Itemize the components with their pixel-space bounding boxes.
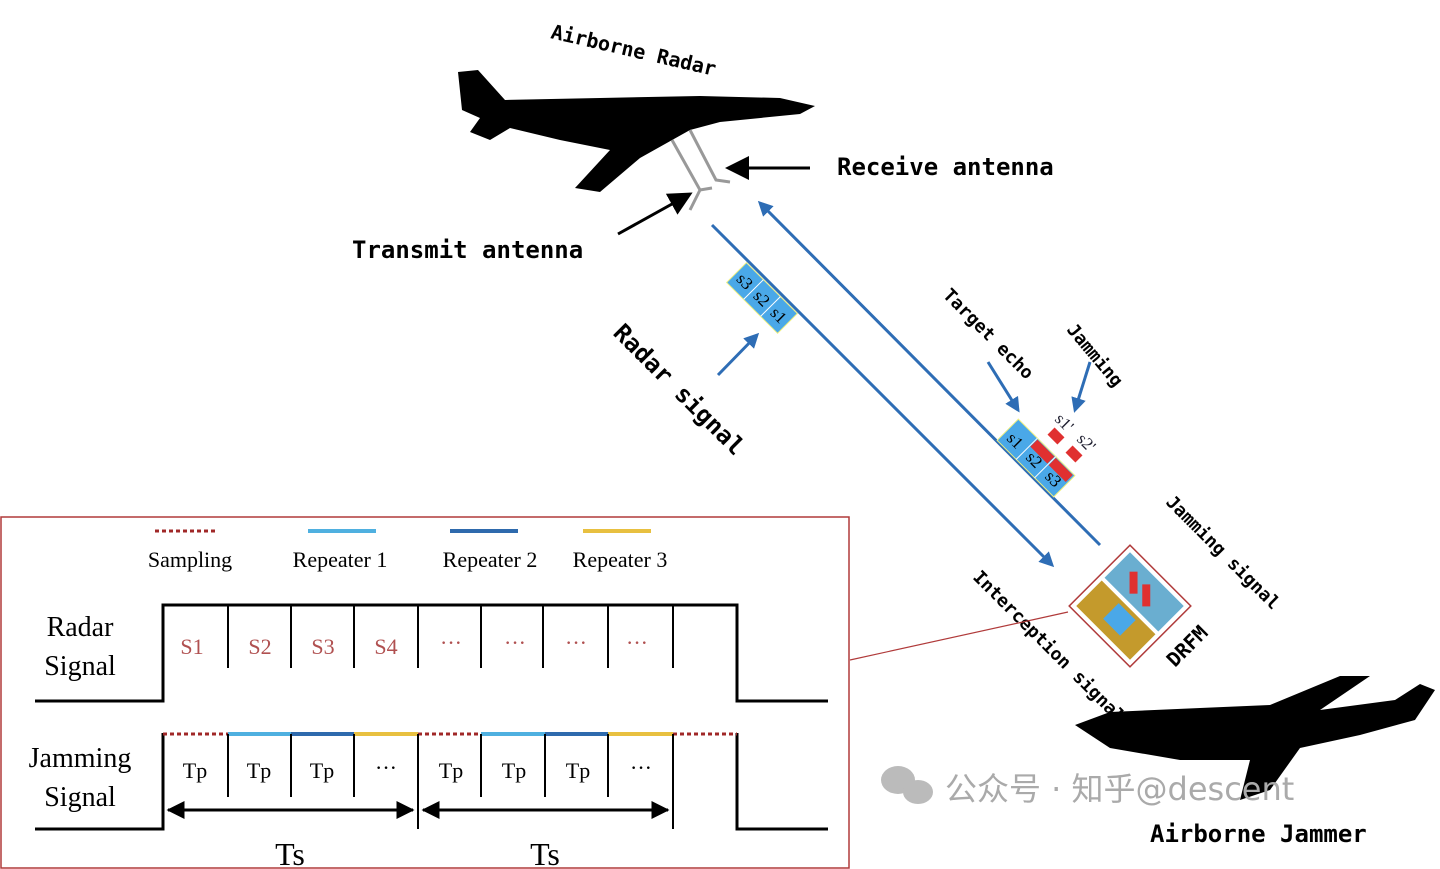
radar-plane-silhouette: [458, 70, 815, 192]
radar-slot: ···: [440, 630, 462, 655]
return-beam: [757, 200, 1102, 547]
wechat-icon: [881, 766, 933, 804]
jamming-slot: ···: [630, 755, 652, 780]
radar-slot: S4: [374, 634, 397, 659]
radar-slot: S1: [180, 634, 203, 659]
radar-signal-segments: s3 s2 s1: [725, 261, 799, 335]
legend-repeater-3: Repeater 3: [573, 547, 668, 572]
target-echo-segments: s1 s2 s3: [996, 418, 1076, 498]
radar-slot: ···: [626, 630, 648, 655]
radar-slot: S3: [311, 634, 334, 659]
radar-signal-row-label-2: Signal: [44, 651, 116, 682]
jamming-signal-row-label-2: Signal: [44, 782, 116, 813]
transmit-antenna-label: Transmit antenna: [352, 236, 583, 264]
radar-slot: ···: [565, 630, 587, 655]
jammer-plane-label: Airborne Jammer: [1150, 820, 1367, 848]
jamming-slot: Tp: [439, 758, 463, 783]
interception-label-1: Interception: [968, 567, 1075, 674]
radar-slot: ···: [504, 630, 526, 655]
jamming-slot: Tp: [566, 758, 590, 783]
radar-signal-row-label-1: Radar: [47, 612, 115, 643]
radar-slot: S2: [248, 634, 271, 659]
timing-panel: Sampling Repeater 1 Repeater 2 Repeater …: [0, 516, 850, 869]
jamming-slot: Tp: [247, 758, 271, 783]
drfm-module: [1068, 544, 1192, 668]
jamming-slot: Tp: [310, 758, 334, 783]
jamming-slot: Tp: [183, 758, 207, 783]
jamming-slot: ···: [375, 755, 397, 780]
radar-signal-label: Radar signal: [608, 318, 750, 460]
period-label: Ts: [275, 836, 305, 869]
jamming-signal-row-label-1: Jamming: [29, 743, 132, 774]
radar-plane-label: Airborne Radar: [549, 19, 719, 80]
jamming-signal-label-2: signal: [1223, 553, 1284, 614]
legend-repeater-1: Repeater 1: [293, 547, 388, 572]
jammer-plane-silhouette: [1075, 676, 1435, 800]
watermark: 公众号 · 知乎@descent: [945, 770, 1294, 808]
target-echo-label: Target echo: [938, 285, 1037, 384]
legend-repeater-2: Repeater 2: [443, 547, 538, 572]
receive-antenna-label: Receive antenna: [837, 153, 1054, 181]
period-label: Ts: [530, 836, 560, 869]
radar-signal-beam: [710, 223, 1055, 568]
jamming-slot: Tp: [502, 758, 526, 783]
legend-sampling: Sampling: [148, 547, 232, 572]
jamming-signal-label-1: Jamming: [1161, 492, 1229, 560]
jamming-label: Jamming: [1062, 320, 1127, 392]
